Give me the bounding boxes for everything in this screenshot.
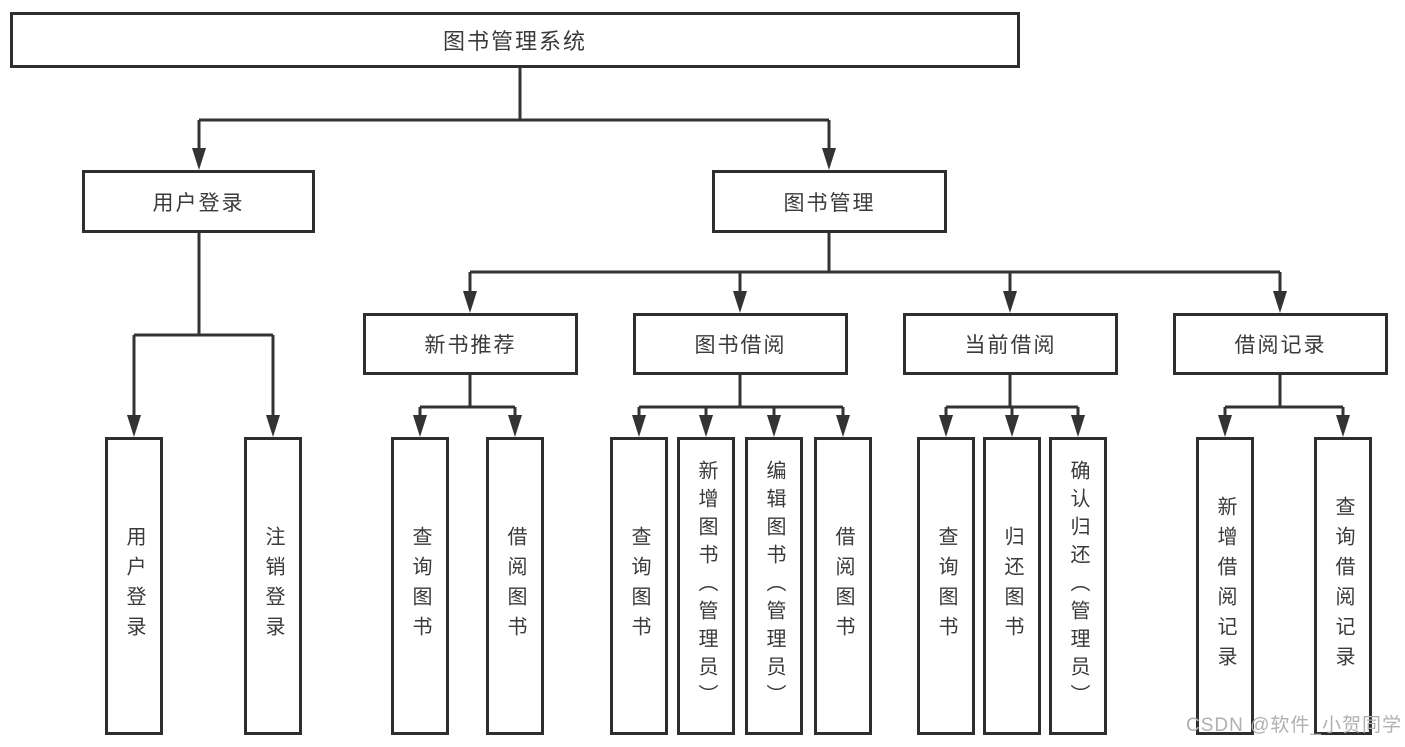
node-user-login-branch: 用户登录 <box>82 170 315 233</box>
node-add-book-admin: 新增图书（管理员） <box>677 437 735 735</box>
node-query-books-current: 查询图书 <box>917 437 975 735</box>
node-return-book-label: 归还图书 <box>1001 526 1023 646</box>
csdn-watermark: CSDN @软件_小贺同学 <box>1186 715 1402 736</box>
node-logout-leaf-label: 注销登录 <box>262 526 284 646</box>
node-book-borrow: 图书借阅 <box>633 313 848 375</box>
node-borrow-books-recommend-label: 借阅图书 <box>504 526 526 646</box>
node-book-management-branch: 图书管理 <box>712 170 947 233</box>
node-query-books-current-label: 查询图书 <box>935 526 957 646</box>
node-query-borrow-record-label: 查询借阅记录 <box>1332 496 1354 676</box>
node-new-book-recommend: 新书推荐 <box>363 313 578 375</box>
node-current-borrow: 当前借阅 <box>903 313 1118 375</box>
node-user-login-leaf-label: 用户登录 <box>123 526 145 646</box>
node-query-books-borrow: 查询图书 <box>610 437 668 735</box>
node-query-books-recommend: 查询图书 <box>391 437 449 735</box>
node-edit-book-admin: 编辑图书（管理员） <box>745 437 803 735</box>
node-add-borrow-record-label: 新增借阅记录 <box>1214 496 1236 676</box>
node-borrow-books-leaf-label: 借阅图书 <box>832 526 854 646</box>
node-add-borrow-record: 新增借阅记录 <box>1196 437 1254 735</box>
node-query-borrow-record: 查询借阅记录 <box>1314 437 1372 735</box>
node-borrow-books-leaf: 借阅图书 <box>814 437 872 735</box>
node-confirm-return-admin-label: 确认归还（管理员） <box>1067 460 1089 712</box>
node-borrow-books-recommend: 借阅图书 <box>486 437 544 735</box>
node-user-login-leaf: 用户登录 <box>105 437 163 735</box>
node-query-books-borrow-label: 查询图书 <box>628 526 650 646</box>
arrowheads <box>127 148 1350 437</box>
node-confirm-return-admin: 确认归还（管理员） <box>1049 437 1107 735</box>
node-borrow-records: 借阅记录 <box>1173 313 1388 375</box>
node-library-management-system: 图书管理系统 <box>10 12 1020 68</box>
node-logout-leaf: 注销登录 <box>244 437 302 735</box>
node-edit-book-admin-label: 编辑图书（管理员） <box>763 460 785 712</box>
node-return-book: 归还图书 <box>983 437 1041 735</box>
node-add-book-admin-label: 新增图书（管理员） <box>695 460 717 712</box>
node-query-books-recommend-label: 查询图书 <box>409 526 431 646</box>
